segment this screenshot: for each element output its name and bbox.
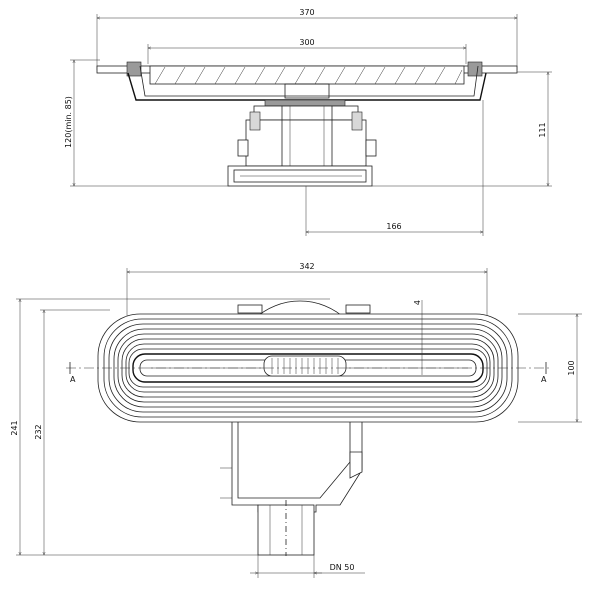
dim-depth-min-label: 120(min. 85)	[64, 96, 73, 148]
dim-overall-width-label: 370	[299, 8, 314, 17]
outlet-pipe-side	[227, 165, 373, 187]
dim-grate-width: 300	[147, 38, 467, 64]
dim-body-depth: 232	[34, 309, 110, 555]
section-line: A A	[66, 362, 550, 384]
dim-overall-width: 370	[96, 8, 518, 70]
dim-total-depth: 241	[10, 298, 330, 556]
dim-height: 111	[372, 71, 552, 187]
tray-body	[127, 65, 487, 101]
dim-outlet-offset: 166	[305, 100, 484, 236]
dim-slot: 4	[413, 300, 423, 375]
dim-slot-label: 4	[413, 300, 422, 305]
grate-hatch	[154, 66, 463, 85]
plan-view: 342	[10, 262, 582, 578]
dim-grate-width-label: 300	[299, 38, 314, 47]
dim-channel-width: 100	[518, 313, 582, 423]
dim-length-label: 342	[299, 262, 314, 271]
dim-outlet-offset-label: 166	[386, 222, 401, 231]
outlet-pipe-plan	[257, 500, 315, 556]
dim-height-label: 111	[538, 122, 547, 137]
side-view: 370 300	[64, 8, 552, 236]
section-marker-right: A	[541, 375, 547, 384]
trap-body	[237, 99, 377, 167]
section-marker-left: A	[70, 375, 76, 384]
dim-outlet-dn: DN 50	[250, 555, 365, 578]
dim-body-depth-label: 232	[34, 424, 43, 439]
dim-total-depth-label: 241	[10, 420, 19, 435]
dim-channel-width-label: 100	[567, 360, 576, 375]
grate-slot	[263, 355, 347, 377]
dim-outlet-dn-label: DN 50	[330, 563, 355, 572]
dim-depth-min: 120(min. 85)	[64, 59, 230, 187]
